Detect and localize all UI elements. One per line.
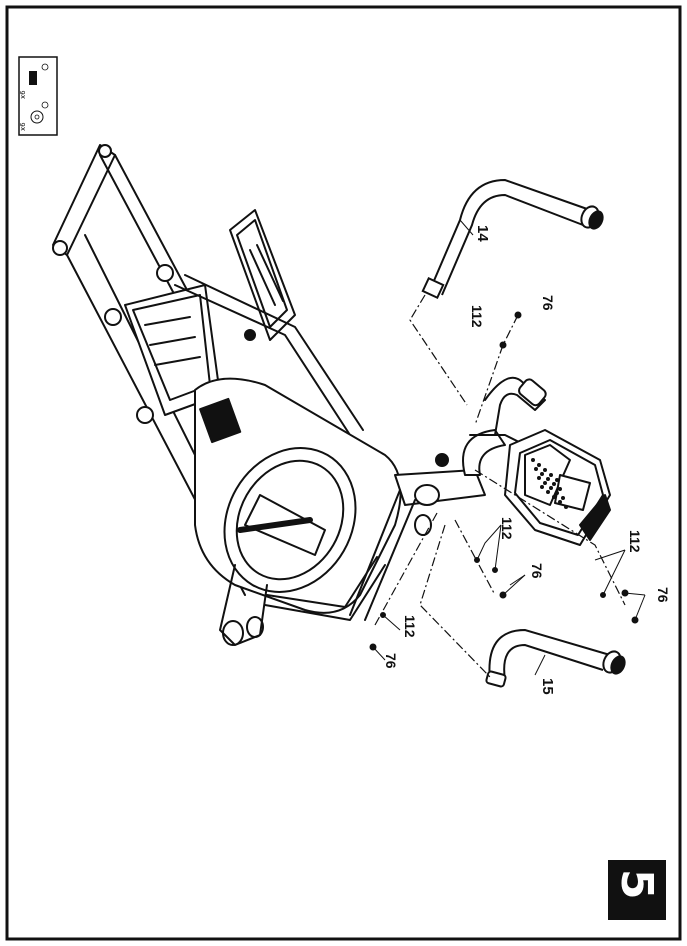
washer-icon: [30, 101, 49, 124]
console-key: [552, 495, 556, 499]
label-bolt-76: 76: [540, 295, 556, 311]
label-bolt-76: 76: [655, 587, 671, 603]
console-key: [552, 482, 556, 486]
console-key: [549, 486, 553, 490]
washer-marker: [499, 341, 507, 349]
hardware-qty-washer: x6: [19, 122, 27, 131]
console-key: [531, 458, 535, 462]
label-washer-112: 112: [469, 305, 485, 328]
label-bolt-76: 76: [529, 563, 545, 579]
console-key: [543, 468, 547, 472]
console-key: [543, 481, 547, 485]
callout-labels: 14 15 76 112 112 76 112 76 112 76: [383, 225, 671, 695]
console-key: [564, 505, 568, 509]
handlebar-14: [421, 178, 604, 300]
console-key: [549, 473, 553, 477]
elliptical-frame: [52, 144, 611, 646]
assembly-diagram: x6 x6: [5, 5, 682, 941]
bolt-marker: [514, 311, 522, 319]
callout-leaders: [372, 219, 646, 676]
hardware-qty-bolt: x6: [19, 90, 27, 99]
console-key: [534, 467, 538, 471]
console-keypad: [531, 458, 568, 509]
console-key: [555, 478, 559, 482]
step-number: 5: [611, 869, 662, 900]
assembly-guide-lines: [374, 294, 626, 678]
console-key: [555, 491, 559, 495]
console-key: [537, 463, 541, 467]
console-key: [558, 487, 562, 491]
hardware-box: x6 x6: [18, 56, 58, 136]
console-key: [558, 500, 562, 504]
console-key: [546, 477, 550, 481]
handlebar-15: [485, 628, 626, 688]
label-part-15: 15: [539, 678, 556, 695]
page-border: [5, 5, 682, 941]
console-key: [546, 490, 550, 494]
console-key: [540, 485, 544, 489]
bolt-icon: [29, 63, 49, 85]
console-key: [537, 476, 541, 480]
label-washer-112: 112: [627, 530, 643, 553]
label-washer-112: 112: [402, 615, 418, 638]
label-bolt-76: 76: [383, 653, 399, 669]
console-key: [540, 472, 544, 476]
console-key: [561, 496, 565, 500]
step-badge: 5: [608, 860, 666, 920]
label-part-14: 14: [474, 225, 491, 242]
label-washer-112: 112: [499, 517, 515, 540]
